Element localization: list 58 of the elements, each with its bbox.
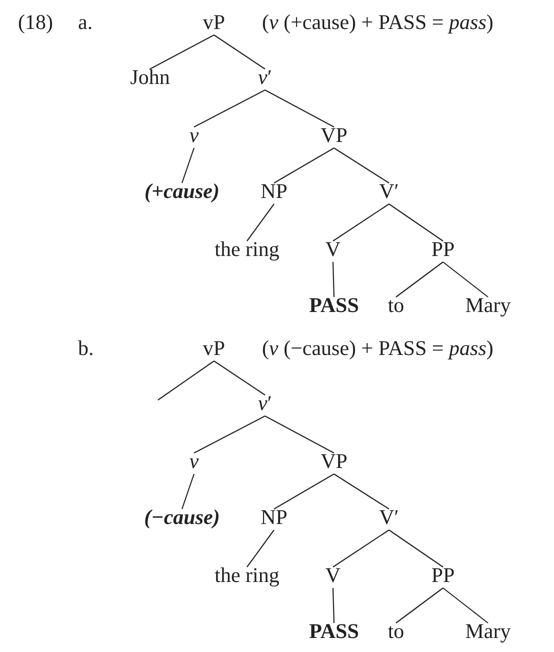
word-label: John <box>130 66 170 88</box>
branch-line <box>332 588 335 624</box>
branch-line <box>264 90 334 128</box>
phrase-label: vP <box>202 337 226 359</box>
branch-line <box>150 34 214 70</box>
branch-line <box>158 360 214 400</box>
head-label: v <box>189 450 199 472</box>
branch-line <box>332 204 390 242</box>
branch-line <box>181 148 195 184</box>
phrase-label: v′ <box>258 392 272 414</box>
word-label: the ring <box>214 564 280 586</box>
word-label: the ring <box>214 238 280 260</box>
phrase-label: v′ <box>258 66 272 88</box>
branch-line <box>274 148 334 184</box>
word-label: to <box>388 620 404 642</box>
branch-line <box>274 474 334 510</box>
example-letter: b. <box>78 337 94 359</box>
phrase-label: PP <box>431 564 455 586</box>
branch-line <box>264 416 334 454</box>
branch-line <box>194 90 266 128</box>
branch-line <box>246 204 274 242</box>
branch-line <box>181 474 195 510</box>
branch-line <box>246 530 274 568</box>
branch-line <box>442 262 488 298</box>
word-label: PASS <box>309 294 359 316</box>
example-letter: a. <box>78 11 93 33</box>
branch-line <box>396 588 444 624</box>
phrase-label: VP <box>320 450 348 472</box>
phrase-label: VP <box>320 124 348 146</box>
phrase-label: NP <box>260 180 288 202</box>
branch-line <box>334 148 390 184</box>
phrase-label: V′ <box>379 180 399 202</box>
branch-line <box>332 530 390 568</box>
branch-line <box>388 204 444 242</box>
branch-line <box>388 530 444 568</box>
word-label: PASS <box>309 620 359 642</box>
branch-line <box>396 262 444 298</box>
annotation-text: (v (−cause) + PASS = pass) <box>262 337 494 359</box>
phrase-label: NP <box>260 506 288 528</box>
branch-line <box>332 262 335 298</box>
feature-label: (−cause) <box>144 506 220 528</box>
branch-line <box>442 588 488 624</box>
phrase-label: V′ <box>379 506 399 528</box>
head-label: V <box>325 238 341 260</box>
head-label: V <box>325 564 341 586</box>
word-label: Mary <box>465 294 511 316</box>
branch-line <box>334 474 390 510</box>
branch-line <box>214 34 266 70</box>
example-number: (18) <box>18 11 53 33</box>
branch-line <box>214 360 266 396</box>
head-label: v <box>189 124 199 146</box>
phrase-label: PP <box>431 238 455 260</box>
phrase-label: vP <box>202 11 226 33</box>
annotation-text: (v (+cause) + PASS = pass) <box>262 11 494 33</box>
feature-label: (+cause) <box>144 180 220 202</box>
word-label: to <box>388 294 404 316</box>
branch-line <box>194 416 266 454</box>
word-label: Mary <box>465 620 511 642</box>
